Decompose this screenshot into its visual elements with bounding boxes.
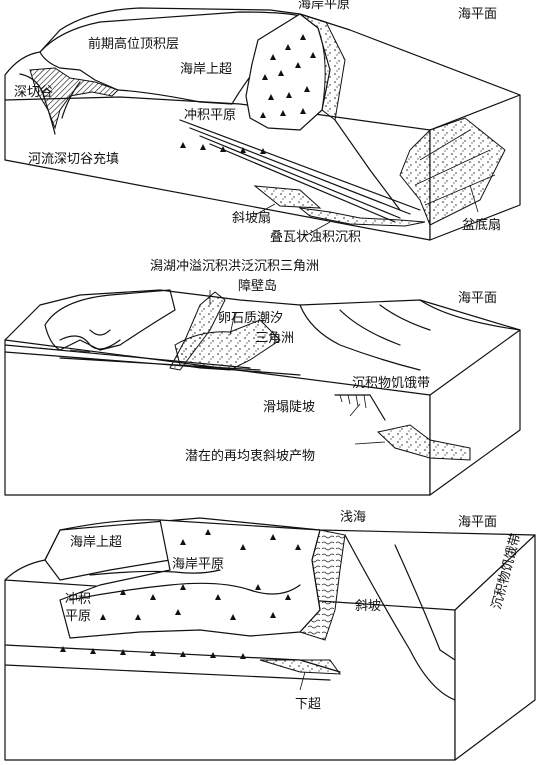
panel1-label-imbricate-turbidites: 叠瓦状浊积沉积 xyxy=(270,230,361,245)
panel2-reworked-deposit xyxy=(376,424,471,461)
panel3-label-sea-level: 海平面 xyxy=(458,515,497,530)
panel2-top-surface xyxy=(4,289,521,341)
panel3-label-shallow-sea: 浅海 xyxy=(340,510,366,525)
panel-3-highstand: 海岸上超 浅海 海平面 海岸平原 冲积 平原 斜坡 下超 沉积物饥饿带 xyxy=(4,510,536,761)
panel2-lagoon-outline xyxy=(44,289,176,351)
panel2-channels xyxy=(59,329,121,350)
panel2-shoreline-lines xyxy=(299,299,521,371)
panel2-leaders xyxy=(209,290,386,445)
panel3-label-coastal-onlap: 海岸上超 xyxy=(70,535,122,550)
panel1-coastal-plain-body xyxy=(245,13,331,131)
panel3-right-face xyxy=(454,534,536,761)
panel2-label-reworked-slope: 潜在的再均衷斜坡产物 xyxy=(185,448,315,464)
panel2-label-slump-slope: 滑塌陡坡 xyxy=(263,400,315,415)
panel1-fan-lobes xyxy=(414,129,496,206)
panel1-label-alluvial-plain: 冲积平原 xyxy=(184,108,236,123)
panel1-coastal-plain-triangles xyxy=(260,34,316,118)
panel3-label-slope: 斜坡 xyxy=(355,599,381,614)
panel3-slope-lines xyxy=(344,534,456,701)
panel2-label-sea-level: 海平面 xyxy=(458,291,497,306)
panel1-valley-walls xyxy=(19,73,81,135)
panel1-label-incised-valley: 深切谷 xyxy=(14,85,53,100)
panel1-imbricate-turbidites xyxy=(298,207,426,227)
panel1-basal-triangles xyxy=(180,142,266,154)
panel1-label-sea-level: 海平面 xyxy=(458,7,497,22)
panel1-label-coastal-plain: 海岸平原 xyxy=(298,0,350,12)
panel2-right-face xyxy=(429,329,521,496)
panel2-label-header: 潟湖冲溢沉积洪泛沉积三角洲 xyxy=(150,259,319,274)
panel1-label-coastal-onlap: 海岸上超 xyxy=(180,62,232,77)
panel-2-transgressive: 潟湖冲溢沉积洪泛沉积三角洲 障壁岛 海平面 卵石质潮汐 三角洲 沉积物饥饿带 滑… xyxy=(4,259,521,496)
panel-1-lowstand: 海岸平原 海平面 前期高位顶积层 海岸上超 深切谷 冲积平原 河流深切谷充填 斜… xyxy=(4,0,521,245)
panel1-label-slope-fan: 斜坡扇 xyxy=(232,210,271,226)
panel3-coastal-plain-triangles xyxy=(100,529,301,620)
panel1-top-surface xyxy=(4,7,521,101)
panel3-shoreline-sand xyxy=(299,529,346,641)
panel3-label-coastal-plain: 海岸平原 xyxy=(172,557,224,572)
panel2-label-tidal-delta-2: 三角洲 xyxy=(255,331,294,346)
panel2-label-tidal-delta-1: 卵石质潮汐 xyxy=(218,310,283,326)
panel3-channels xyxy=(69,569,301,601)
panel1-front-face xyxy=(4,96,431,241)
panel1-lowstand-layers xyxy=(179,119,421,223)
panel2-slump-ticks xyxy=(339,394,367,409)
panel1-basin-floor-fan xyxy=(399,117,506,226)
panel1-leaders xyxy=(254,184,479,237)
panel2-label-sediment-starved: 沉积物饥饿带 xyxy=(352,376,430,391)
panel3-label-alluvial-2: 平原 xyxy=(65,609,91,624)
panel1-label-basin-fan: 盆底扇 xyxy=(462,217,501,233)
panel3-label-alluvial-1: 冲积 xyxy=(65,592,91,607)
panel1-shoreface-sand xyxy=(299,13,346,121)
panel3-downlap-wedge xyxy=(259,659,342,675)
panel3-leaders xyxy=(299,671,306,691)
panel2-front-hatch xyxy=(39,347,91,353)
panel3-upland-outline xyxy=(44,519,171,581)
panel3-top-surface xyxy=(4,517,536,581)
panel1-label-valley-fill: 河流深切谷充填 xyxy=(28,151,119,167)
panel2-label-barrier-island: 障壁岛 xyxy=(238,278,277,294)
panel2-slump-scarp xyxy=(334,394,386,421)
panel1-slope-fan xyxy=(253,185,322,209)
panel3-label-downlap: 下超 xyxy=(295,697,321,712)
panel1-label-early-hst: 前期高位顶积层 xyxy=(88,36,179,52)
panel1-slope-surface xyxy=(334,119,401,211)
